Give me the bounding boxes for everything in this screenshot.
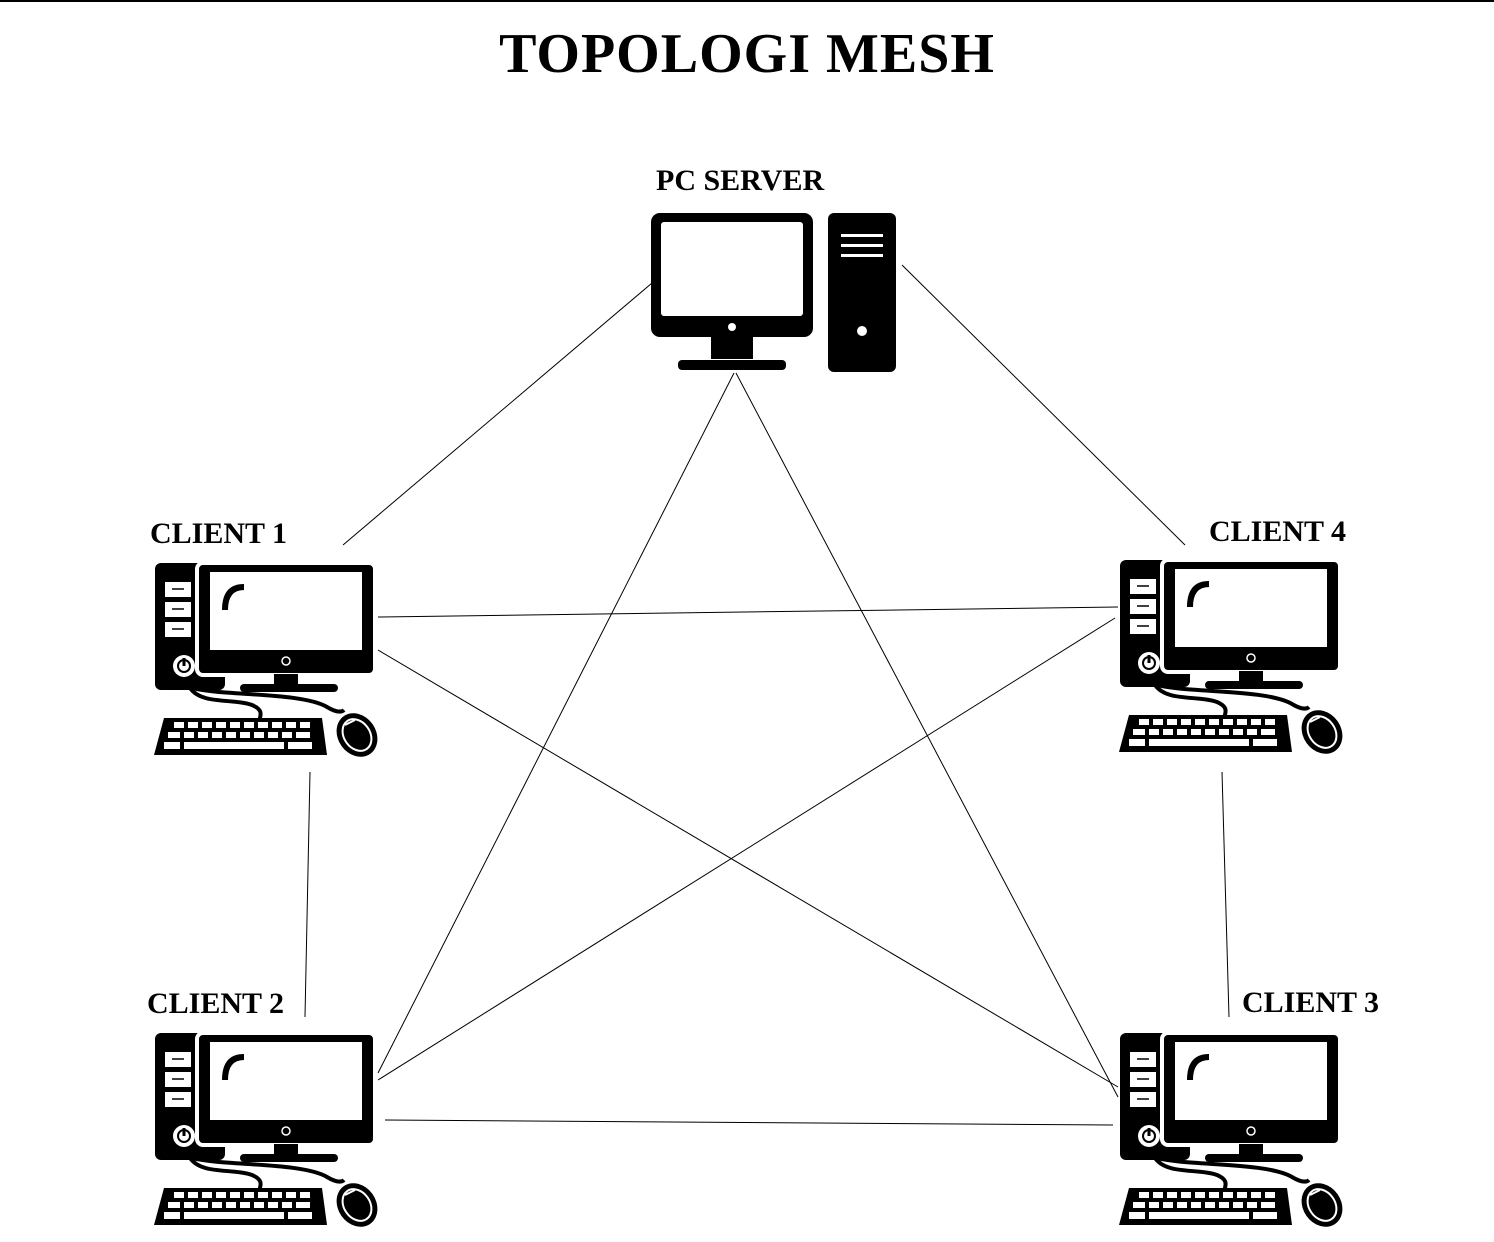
- label-client4: CLIENT 4: [1209, 515, 1346, 548]
- link-server-client4: [901, 264, 1186, 546]
- client3-computer-icon: [1117, 1031, 1347, 1230]
- link-client1-client3: [377, 649, 1119, 1088]
- mesh-links: [304, 264, 1230, 1126]
- label-client1: CLIENT 1: [150, 517, 287, 550]
- label-server: PC SERVER: [656, 164, 825, 197]
- link-client4-client2: [377, 617, 1116, 1081]
- client1-computer-icon: [152, 561, 382, 760]
- link-client1-client2: [304, 771, 311, 1018]
- link-client4-client3: [1221, 771, 1230, 1018]
- link-client2-client3: [384, 1119, 1114, 1126]
- link-server-client1: [342, 282, 653, 546]
- top-border: [0, 0, 1494, 2]
- label-client3: CLIENT 3: [1242, 986, 1379, 1019]
- link-server-client2: [377, 372, 735, 1074]
- server-computer-icon: [651, 213, 896, 372]
- link-client1-client4: [377, 606, 1119, 618]
- diagram-title: TOPOLOGI MESH: [499, 23, 995, 85]
- client4-computer-icon: [1117, 558, 1347, 757]
- link-server-client3: [735, 372, 1119, 1098]
- label-client2: CLIENT 2: [147, 987, 284, 1020]
- client2-computer-icon: [152, 1031, 382, 1230]
